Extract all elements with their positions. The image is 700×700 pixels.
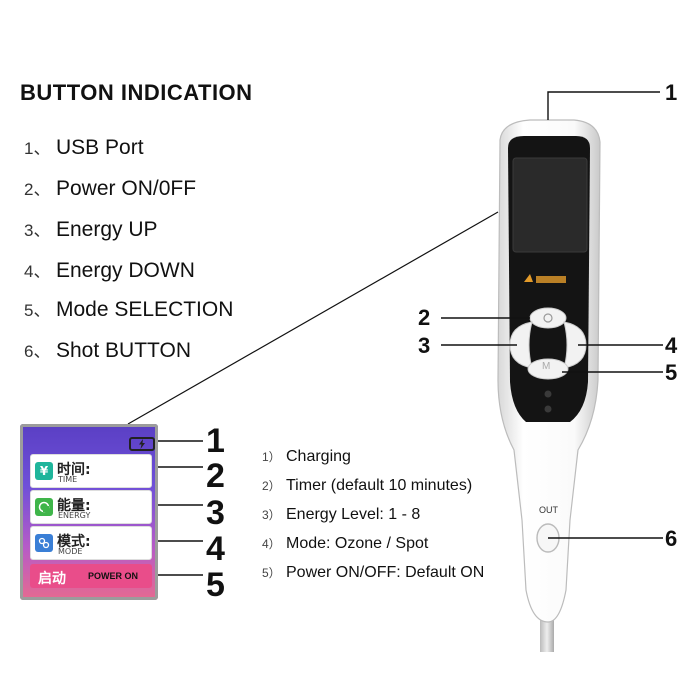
energy-icon bbox=[35, 498, 53, 516]
callout-line-1 bbox=[547, 91, 660, 120]
mode-tile: 模式: MODE bbox=[30, 526, 152, 560]
energy-label-cn: 能量: bbox=[57, 498, 91, 514]
list-item: 4） Mode: Ozone / Spot bbox=[262, 535, 428, 553]
yen-icon: ¥ bbox=[35, 462, 53, 480]
time-label-cn: 时间: bbox=[57, 462, 91, 478]
item-number: 3） bbox=[262, 508, 281, 522]
item-number: 3、 bbox=[24, 221, 51, 240]
item-label: Energy Level: 1 - 8 bbox=[286, 506, 421, 523]
power-label-cn: 启动 bbox=[38, 571, 66, 587]
device-callout-number: 5 bbox=[665, 360, 678, 385]
out-label: OUT bbox=[539, 505, 558, 515]
list-item: 2、 Power ON/0FF bbox=[24, 175, 196, 201]
logo-icon bbox=[524, 274, 533, 282]
mode-button bbox=[527, 358, 569, 380]
item-number: 1） bbox=[262, 450, 281, 464]
energy-up-button bbox=[563, 321, 587, 369]
device-callout-number: 4 bbox=[665, 333, 678, 358]
screen-callout-number: 5 bbox=[206, 566, 225, 604]
time-label-en: TIME bbox=[58, 475, 78, 484]
energy-label-en: ENERGY bbox=[58, 511, 91, 520]
item-label: Energy DOWN bbox=[56, 259, 195, 282]
screen-frame bbox=[20, 424, 158, 600]
list-item: 4、 Energy DOWN bbox=[24, 257, 195, 283]
item-label: Power ON/0FF bbox=[56, 177, 197, 200]
power-on-bar: 启动 POWER ON bbox=[30, 564, 152, 588]
device-callout-number: 1 bbox=[665, 80, 678, 105]
mode-label-cn: 模式: bbox=[57, 534, 91, 550]
energy-tile: 能量: ENERGY bbox=[30, 490, 152, 524]
power-button bbox=[529, 307, 567, 329]
item-label: Mode: Ozone / Spot bbox=[286, 535, 429, 552]
list-item: 5、 Mode SELECTION bbox=[24, 296, 233, 322]
screen-callout-number: 4 bbox=[206, 530, 225, 568]
screen-callout-number: 3 bbox=[206, 494, 225, 532]
screen-detail: ¥ 时间: TIME 能量: ENERGY 模式: MODE 启动 POWER … bbox=[20, 424, 158, 600]
screen-connector-line bbox=[127, 211, 499, 425]
screen-callout-number: 2 bbox=[206, 457, 225, 495]
item-number: 4、 bbox=[24, 262, 51, 281]
item-label: Shot BUTTON bbox=[56, 339, 191, 362]
mode-label-en: MODE bbox=[58, 547, 83, 556]
item-number: 4） bbox=[262, 537, 281, 551]
power-icon bbox=[543, 313, 553, 323]
list-item: 6、 Shot BUTTON bbox=[24, 337, 191, 363]
logo-wordmark bbox=[536, 276, 566, 283]
item-label: Energy UP bbox=[56, 218, 158, 241]
item-label: Mode SELECTION bbox=[56, 298, 234, 321]
device-callout-number: 3 bbox=[418, 333, 431, 358]
item-label: Power ON/OFF: Default ON bbox=[286, 564, 485, 581]
device-display bbox=[512, 157, 588, 253]
item-number: 1、 bbox=[24, 139, 51, 158]
list-item: 2） Timer (default 10 minutes) bbox=[262, 477, 472, 495]
list-item: 3） Energy Level: 1 - 8 bbox=[262, 506, 420, 524]
screen-callout-number: 1 bbox=[206, 422, 225, 460]
item-number: 2） bbox=[262, 479, 281, 493]
item-number: 2、 bbox=[24, 180, 51, 199]
page-title: BUTTON INDICATION bbox=[20, 80, 253, 105]
item-label: Charging bbox=[286, 448, 351, 465]
item-label: Timer (default 10 minutes) bbox=[286, 477, 473, 494]
indicator-light bbox=[544, 390, 552, 398]
list-item: 1、 USB Port bbox=[24, 134, 144, 160]
item-number: 5、 bbox=[24, 301, 51, 320]
time-tile: ¥ 时间: TIME bbox=[30, 454, 152, 488]
mode-button-label: M bbox=[542, 361, 551, 372]
energy-down-button bbox=[509, 321, 533, 369]
indicator-light bbox=[544, 405, 552, 413]
device-callout-number: 2 bbox=[418, 305, 431, 330]
power-label-en: POWER ON bbox=[88, 571, 139, 581]
list-item: 5） Power ON/OFF: Default ON bbox=[262, 564, 484, 582]
device-callout-number: 6 bbox=[665, 526, 678, 551]
mode-icon bbox=[35, 534, 53, 552]
lightning-icon bbox=[129, 437, 155, 451]
item-label: USB Port bbox=[56, 136, 144, 159]
item-number: 5） bbox=[262, 566, 281, 580]
item-number: 6、 bbox=[24, 342, 51, 361]
list-item: 1） Charging bbox=[262, 448, 351, 466]
list-item: 3、 Energy UP bbox=[24, 216, 158, 242]
